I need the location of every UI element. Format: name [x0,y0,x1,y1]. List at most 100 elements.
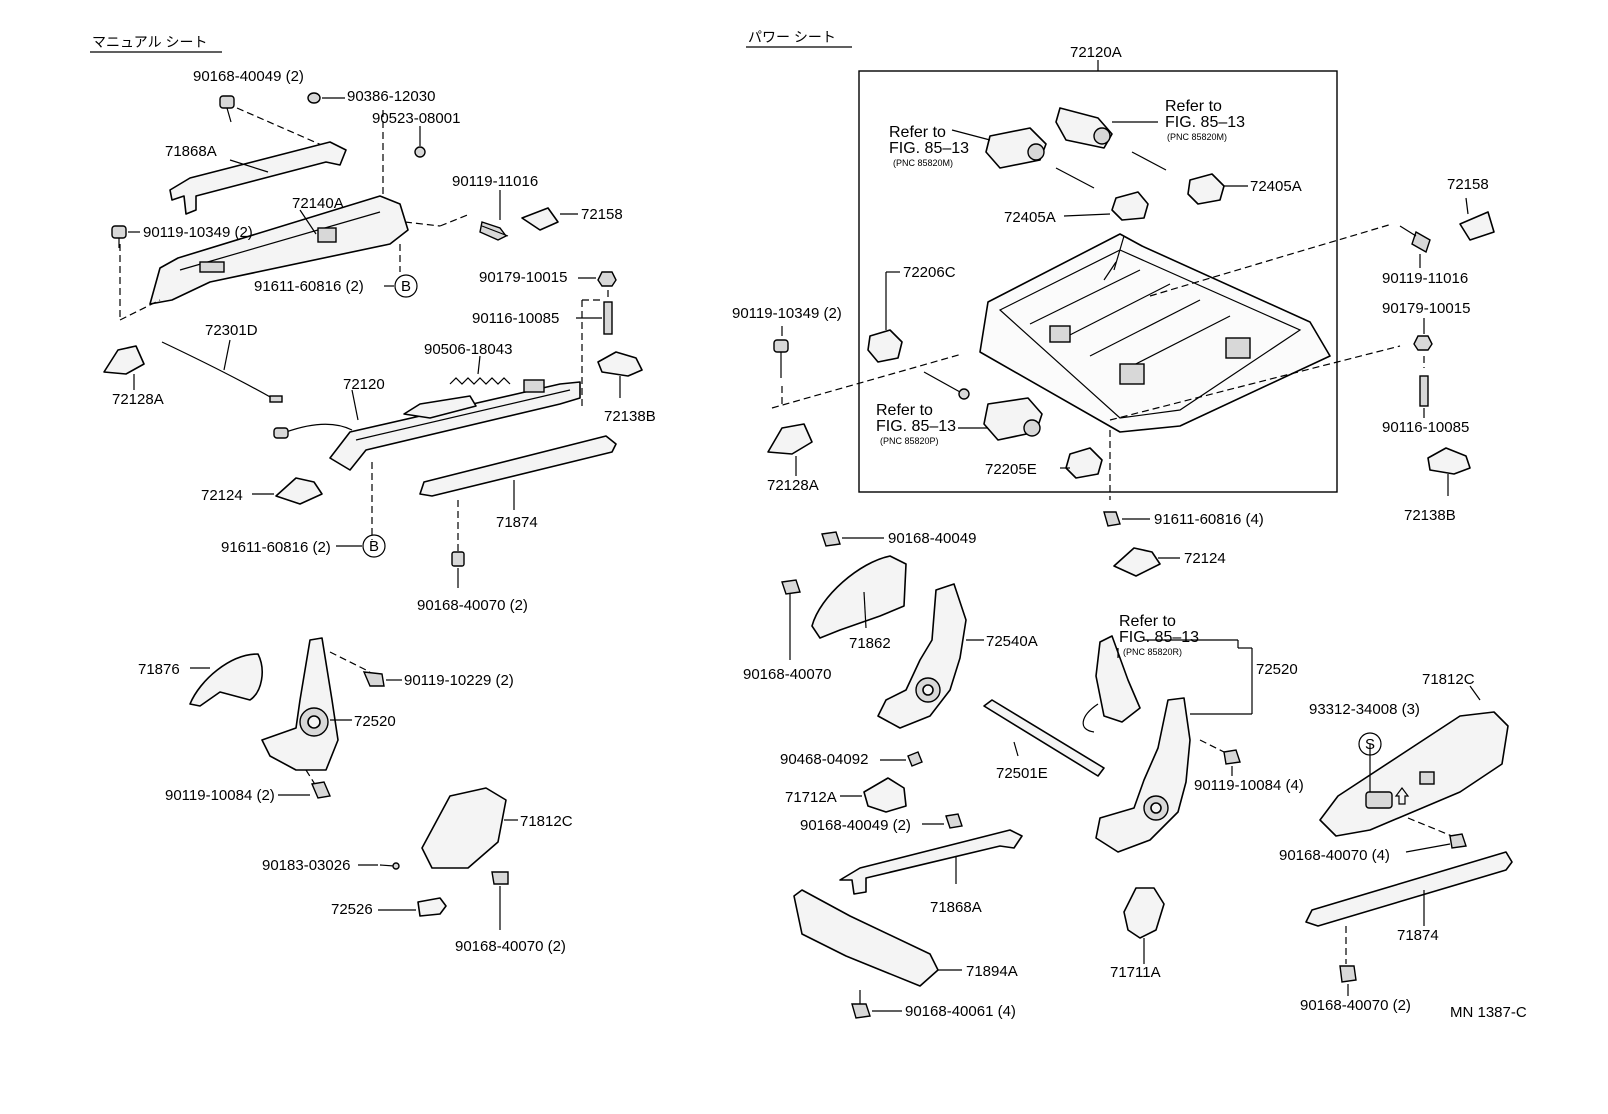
bolt-90119-11016-p-icon [1399,225,1431,254]
motor-d-icon [1082,635,1141,733]
label-90119-11016: 90119-11016 [452,173,538,190]
bracket-72138B-icon [597,351,643,377]
cover-72158-p-icon [1459,211,1495,241]
nut-90179-10015-icon [597,271,617,287]
recliner-72520-icon [261,637,339,771]
leader [236,107,334,151]
label-71874-p: 71874 [1397,927,1439,944]
label-90119-10229: 90119-10229 (2) [404,672,514,689]
motor-c-icon [983,397,1043,441]
gearbox-72405A-l-icon [1111,191,1149,221]
label-91611-60816-top: 91611-60816 (2) [254,278,364,295]
bracket-72128A-p-icon [767,423,813,455]
label-90386-12030: 90386-12030 [347,88,435,105]
label-90168-40049: 90168-40049 (2) [193,68,304,85]
refer-c-line2: FIG. 85–13 [876,418,956,435]
bolt-90168-40070-b-icon [491,871,509,885]
label-90116-10085: 90116-10085 [472,310,559,327]
label-90168-40049-p: 90168-40049 [888,530,976,547]
cap-72526-icon [417,897,447,917]
label-72124-p: 72124 [1184,550,1226,567]
bolt-90119-11016-icon [479,221,509,241]
gearbox-72205E-icon [1065,447,1103,479]
label-71862: 71862 [849,635,891,652]
refer-b-line2: FIG. 85–13 [1165,114,1245,131]
label-71874: 71874 [496,514,538,531]
label-72501E: 72501E [996,765,1048,782]
bolt-90119-10084-p-icon [1223,749,1241,765]
bolt-90168-40070-pb-icon [1449,833,1467,849]
nut-90179-10015-p-icon [1413,335,1433,351]
refer-a-line3: (PNC 85820M) [893,158,953,168]
seat-track-72140A-icon [149,195,409,305]
motor-b-icon [1055,107,1113,149]
label-90119-11016-p: 90119-11016 [1382,270,1468,287]
label-72138B-p: 72138B [1404,507,1456,524]
label-91611-60816-bot: 91611-60816 (2) [221,539,331,556]
label-72140A: 72140A [292,195,344,212]
label-71868A: 71868A [165,143,217,160]
bracket-72128A-icon [103,345,145,375]
label-93312-34008: 93312-34008 (3) [1309,701,1420,718]
label-72206C: 72206C [903,264,956,281]
label-71876: 71876 [138,661,180,678]
bolt-90119-10229-icon [362,671,385,687]
label-72128A: 72128A [112,391,164,408]
cover-71812C-a-icon [421,787,507,869]
label-71812C: 71812C [520,813,573,830]
refer-b-line3: (PNC 85820M) [1167,132,1227,142]
refer-b-line1: Refer to [1165,98,1222,115]
header-manual-seat: マニュアル シート [92,34,207,50]
screw-90386-12030-icon [307,92,321,104]
rail-cover-71868A-icon [169,141,347,215]
bolt-91611-60816-p-icon [1103,511,1121,527]
cover-71712A-icon [863,777,907,813]
label-71711A: 71711A [1110,964,1161,981]
label-90168-40070-b: 90168-40070 (2) [455,938,566,955]
label-90168-40061: 90168-40061 (4) [905,1003,1016,1020]
diagram-code: MN 1387-C [1450,1004,1527,1021]
label-72526: 72526 [331,901,373,918]
bolt-90168-40070-p-icon [781,579,801,660]
refer-d-line2: FIG. 85–13 [1119,629,1199,646]
bolt-90119-10084-a-icon [311,781,331,799]
label-72158-p: 72158 [1447,176,1489,193]
label-90119-10084: 90119-10084 (2) [165,787,275,804]
bracket-72138B-p-icon [1427,447,1471,475]
label-90116-10085-p: 90116-10085 [1382,419,1469,436]
gearbox-72206C-icon [867,329,903,363]
label-90179-10015-p: 90179-10015 [1382,300,1470,317]
power-seat-frame-icon [979,233,1331,433]
label-72128A-p: 72128A [767,477,819,494]
label-90168-40049-b: 90168-40049 (2) [800,817,911,834]
label-b-bot: B [369,538,379,555]
recliner-72520-p-icon [1095,697,1191,853]
refer-c-line1: Refer to [876,402,933,419]
label-90168-40070-pb: 90168-40070 (4) [1279,847,1390,864]
label-90179-10015: 90179-10015 [479,269,567,286]
label-90168-40070-p: 90168-40070 [743,666,831,683]
refer-a-line1: Refer to [889,124,946,141]
label-72138B: 72138B [604,408,656,425]
label-90468-04092: 90468-04092 [780,751,868,768]
label-72205E: 72205E [985,461,1037,478]
label-71812C-p: 71812C [1422,671,1475,688]
refer-a-line2: FIG. 85–13 [889,140,969,157]
trim-71874-icon [419,435,617,497]
label-91611-60816-p: 91611-60816 (4) [1154,511,1264,528]
refer-c-line3: (PNC 85820P) [880,436,939,446]
label-72520-p: 72520 [1256,661,1298,678]
label-90168-40070-pc: 90168-40070 (2) [1300,997,1411,1014]
refer-d-line3: (PNC 85820R) [1123,647,1182,657]
bolt-90119-10349-p-icon [773,339,789,378]
label-72158: 72158 [581,206,623,223]
trim-71874-p-icon [1305,851,1513,927]
bracket-72124-p-icon [1113,547,1161,577]
label-90119-10349-p: 90119-10349 (2) [732,305,842,322]
label-72405A-r: 72405A [1250,178,1302,195]
cover-72158-icon [521,207,559,231]
label-90119-10349: 90119-10349 (2) [143,224,253,241]
label-90119-10084-p: 90119-10084 (4) [1194,777,1304,794]
refer-d-line1: Refer to [1119,613,1176,630]
